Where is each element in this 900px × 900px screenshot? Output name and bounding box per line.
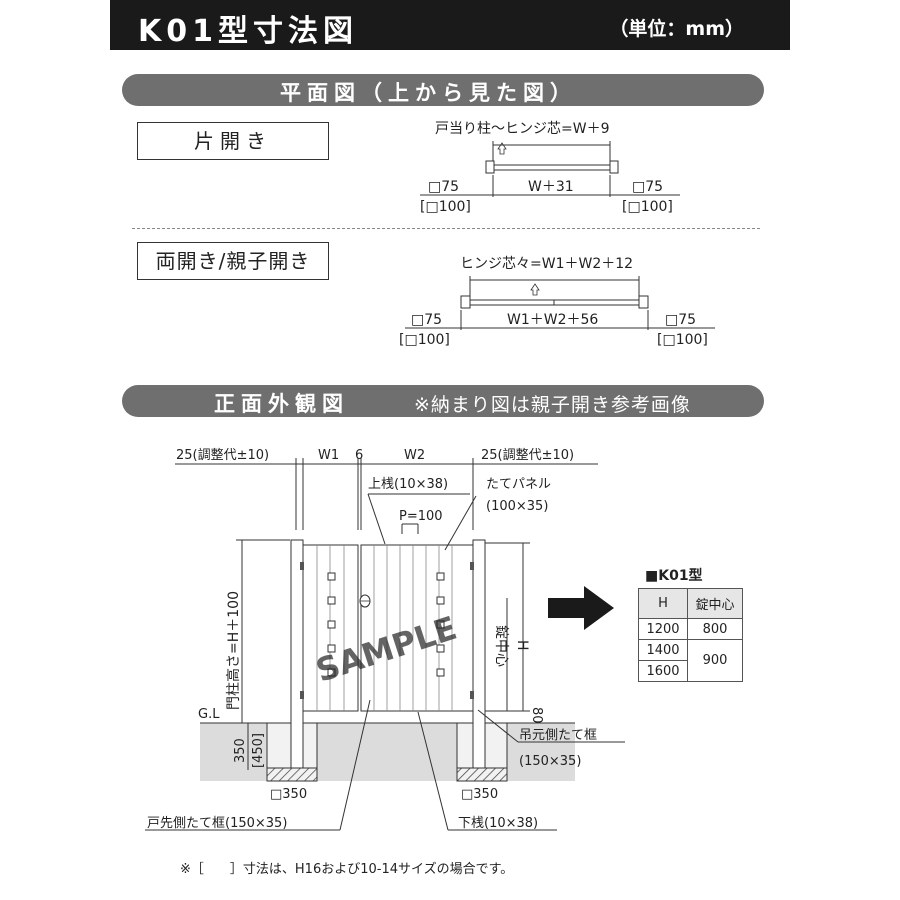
footnote: ※［ ］寸法は、H16および10-14サイズの場合です。 xyxy=(180,862,514,877)
table-cell: 1600 xyxy=(638,660,688,682)
table-cell: 1400 xyxy=(638,639,688,661)
gl-label: G.L xyxy=(198,707,220,722)
single-mid-dim: W＋31 xyxy=(528,179,574,195)
panel-label: たてパネル xyxy=(486,477,551,492)
table-cell: 800 xyxy=(687,618,743,640)
page-title: K01型寸法図 xyxy=(138,14,358,49)
double-post-right: □75 xyxy=(665,312,696,328)
front-heading-note: ※納まり図は親子開き参考画像 xyxy=(414,394,691,416)
double-post-left-alt: [□100] xyxy=(399,332,450,348)
table-cell: 900 xyxy=(687,639,743,682)
plan-heading: 平面図（上から見た図） xyxy=(280,81,577,105)
double-mid-dim: W1＋W2＋56 xyxy=(507,312,598,328)
single-swing-label: 片開き xyxy=(137,122,329,160)
dim-w2: W2 xyxy=(404,448,425,463)
ground-area xyxy=(200,723,575,781)
foundation-right-label: □350 xyxy=(461,787,498,802)
embed-label: 350 xyxy=(233,738,248,763)
top-rail-label: 上桟(10×38) xyxy=(368,477,448,492)
double-post-right-alt: [□100] xyxy=(657,332,708,348)
front-heading: 正面外観図 xyxy=(214,392,349,416)
single-post-left: □75 xyxy=(428,179,459,195)
spec-table: H 錠中心 1200 800 1400 900 1600 xyxy=(638,588,743,682)
single-post-right: □75 xyxy=(632,179,663,195)
dim-gap: 6 xyxy=(355,448,363,463)
dim-adj-left: 25(調整代±10) xyxy=(176,448,269,463)
double-post-left: □75 xyxy=(411,312,442,328)
single-post-left-alt: [□100] xyxy=(420,199,471,215)
double-swing-label: 両開き/親子開き xyxy=(137,242,329,280)
post-left xyxy=(290,539,304,769)
double-top-dim: ヒンジ芯々=W1＋W2＋12 xyxy=(460,256,633,272)
h-label: H xyxy=(514,640,530,651)
panel-size-label: (100×35) xyxy=(486,499,548,514)
single-top-dim: 戸当り柱～ヒンジ芯=W＋9 xyxy=(435,121,609,137)
single-post-right-alt: [□100] xyxy=(622,199,673,215)
dim-adj-right: 25(調整代±10) xyxy=(481,448,574,463)
lock-center-label: 錠中心 xyxy=(493,625,509,667)
table-header-h: H xyxy=(638,588,688,619)
table-header-lock: 錠中心 xyxy=(687,588,743,619)
table-title: ■K01型 xyxy=(645,568,703,584)
front-elevation-diagram: G.L xyxy=(145,448,625,831)
embed-alt-label: [450] xyxy=(251,733,266,768)
foundation-left-label: □350 xyxy=(270,787,307,802)
table-cell: 1200 xyxy=(638,618,688,640)
post-height-label: 門柱高さ=H＋100 xyxy=(225,591,242,710)
plan-heading-bar: 平面図（上から見た図） xyxy=(122,74,764,106)
bottom-gap-label: 80 xyxy=(529,707,544,724)
unit-label: （単位：mm） xyxy=(609,18,744,40)
gate-leaf-large xyxy=(360,544,474,712)
bottom-rail-label: 下桟(10×38) xyxy=(458,816,538,831)
hinge-frame-label: 吊元側たて框 xyxy=(519,728,597,743)
front-heading-bar: 正面外観図 ※納まり図は親子開き参考画像 xyxy=(122,385,764,417)
hinges xyxy=(300,562,474,699)
single-plan-diagram: 戸当り柱～ヒンジ芯=W＋9 W＋31 □75 [□100] □75 [□100] xyxy=(420,121,680,215)
double-plan-diagram: ヒンジ芯々=W1＋W2＋12 W1＋W2＋56 □75 [□100] □75 [… xyxy=(399,256,715,348)
title-bar: K01型寸法図 （単位：mm） xyxy=(110,0,790,50)
panel-squares xyxy=(327,572,445,677)
dim-w1: W1 xyxy=(318,448,339,463)
plan-divider xyxy=(132,228,760,229)
hinge-frame-size-label: (150×35) xyxy=(519,754,581,769)
arrow-right-icon xyxy=(548,586,614,630)
post-right xyxy=(472,539,486,769)
pitch-label: P=100 xyxy=(399,509,443,524)
door-frame-label: 戸先側たて框(150×35) xyxy=(147,816,287,831)
